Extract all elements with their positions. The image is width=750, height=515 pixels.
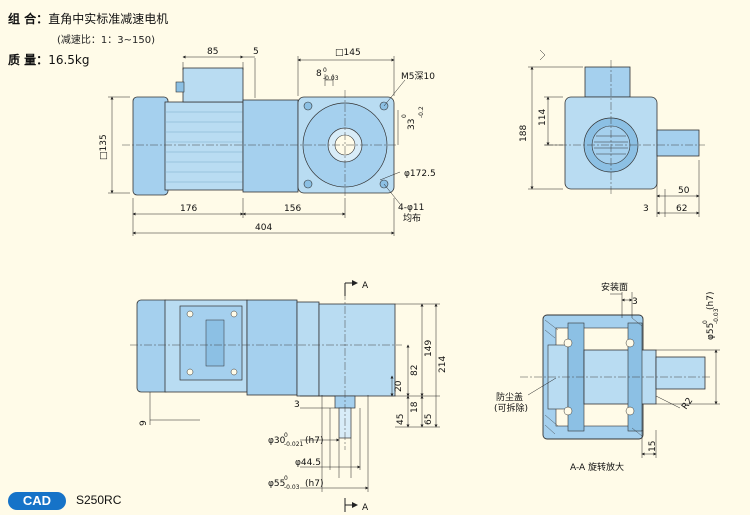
top-view: 85 5 □145 8 0 -0.03 M5深10 33 0 -0.2 □135… [99, 47, 436, 236]
dim-holes-note: 均布 [403, 212, 421, 224]
dim-82: 82 [410, 365, 420, 376]
svg-text:(h7): (h7) [305, 436, 323, 446]
dim-15: 15 [648, 441, 658, 452]
dim-m5: M5深10 [401, 71, 435, 82]
dim-5: 5 [253, 47, 259, 57]
combo-value: 直角中实标准减速电机 [48, 12, 169, 26]
section-mark-bottom: A [362, 503, 369, 513]
svg-text:-0.03: -0.03 [284, 484, 300, 491]
mount-face-label: 安装面 [601, 281, 628, 293]
dim-20: 20 [394, 380, 404, 392]
svg-text:(h7): (h7) [305, 479, 323, 489]
dim-62: 62 [676, 204, 687, 214]
dim-3a: 3 [643, 204, 649, 214]
cad-badge[interactable]: CAD [8, 492, 66, 510]
mass-line: 质 量：16.5kg [8, 51, 89, 68]
dim-85: 85 [207, 47, 218, 57]
svg-text:0: 0 [284, 432, 288, 439]
mass-label: 质 量： [8, 53, 49, 67]
dim-33: 33 [407, 119, 417, 130]
dim-176: 176 [180, 204, 197, 214]
dim-50: 50 [678, 186, 690, 196]
dim-188: 188 [519, 125, 529, 142]
dim-156: 156 [284, 204, 301, 214]
dim-phi55r: φ55 [706, 323, 716, 340]
dim-114: 114 [538, 109, 548, 126]
svg-text:0: 0 [401, 114, 408, 118]
ratio-note: (减速比：1：3~150) [57, 35, 155, 46]
dim-phi30: φ30 [268, 436, 286, 446]
combo-line: 组 合：直角中实标准减速电机 [8, 10, 168, 27]
svg-text:0: 0 [284, 475, 288, 482]
section-view-aa: 安装面 3 φ55 0 -0.03 (h7) R2 15 防尘盖 (可拆除) A… [494, 281, 720, 473]
dim-3c: 3 [632, 297, 638, 307]
dim-phi44: φ44.5 [295, 458, 321, 468]
dim-phi55: φ55 [268, 479, 285, 489]
side-view: 188 114 50 3 62 [519, 49, 705, 217]
dim-r2: R2 [680, 396, 695, 412]
motor-flange [242, 99, 299, 193]
motor-end-cap [132, 96, 169, 196]
dim-214: 214 [438, 356, 448, 373]
svg-text:(h7): (h7) [706, 292, 716, 310]
svg-text:-0.03: -0.03 [323, 75, 339, 82]
combo-label: 组 合： [8, 12, 49, 26]
section-mark-top: A [362, 281, 369, 291]
dim-holes: 4-φ11 [398, 203, 424, 213]
motor-body [164, 101, 244, 191]
gearbox-front [318, 303, 396, 397]
dim-9: 9 [139, 420, 149, 426]
mass-value: 16.5kg [48, 53, 90, 67]
svg-text:-0.2: -0.2 [418, 106, 425, 118]
section-aa-label: A-A 旋转放大 [570, 461, 624, 473]
dim-3b: 3 [294, 400, 300, 410]
svg-text:-0.03: -0.03 [713, 308, 720, 324]
dim-404: 404 [255, 223, 272, 233]
svg-text:-0.021: -0.021 [284, 441, 304, 448]
dim-45: 45 [396, 414, 406, 425]
terminal-box [182, 67, 244, 103]
svg-text:0: 0 [323, 67, 327, 74]
front-view: A A 149 214 82 20 18 45 65 3 9 φ30 0 -0.… [130, 280, 448, 513]
dim-18: 18 [410, 401, 420, 413]
dim-65: 65 [424, 414, 434, 425]
dust-cover-label: 防尘盖 [496, 391, 523, 403]
dim-sq135: □135 [99, 134, 109, 160]
model-number: S250RC [76, 493, 122, 507]
dim-sq145: □145 [335, 48, 361, 58]
svg-text:0: 0 [702, 320, 709, 324]
removable-label: (可拆除) [494, 402, 528, 414]
output-shaft [656, 129, 700, 157]
dim-phi172: φ172.5 [404, 169, 436, 179]
dim-149: 149 [424, 340, 434, 357]
dim-8: 8 [316, 69, 322, 79]
